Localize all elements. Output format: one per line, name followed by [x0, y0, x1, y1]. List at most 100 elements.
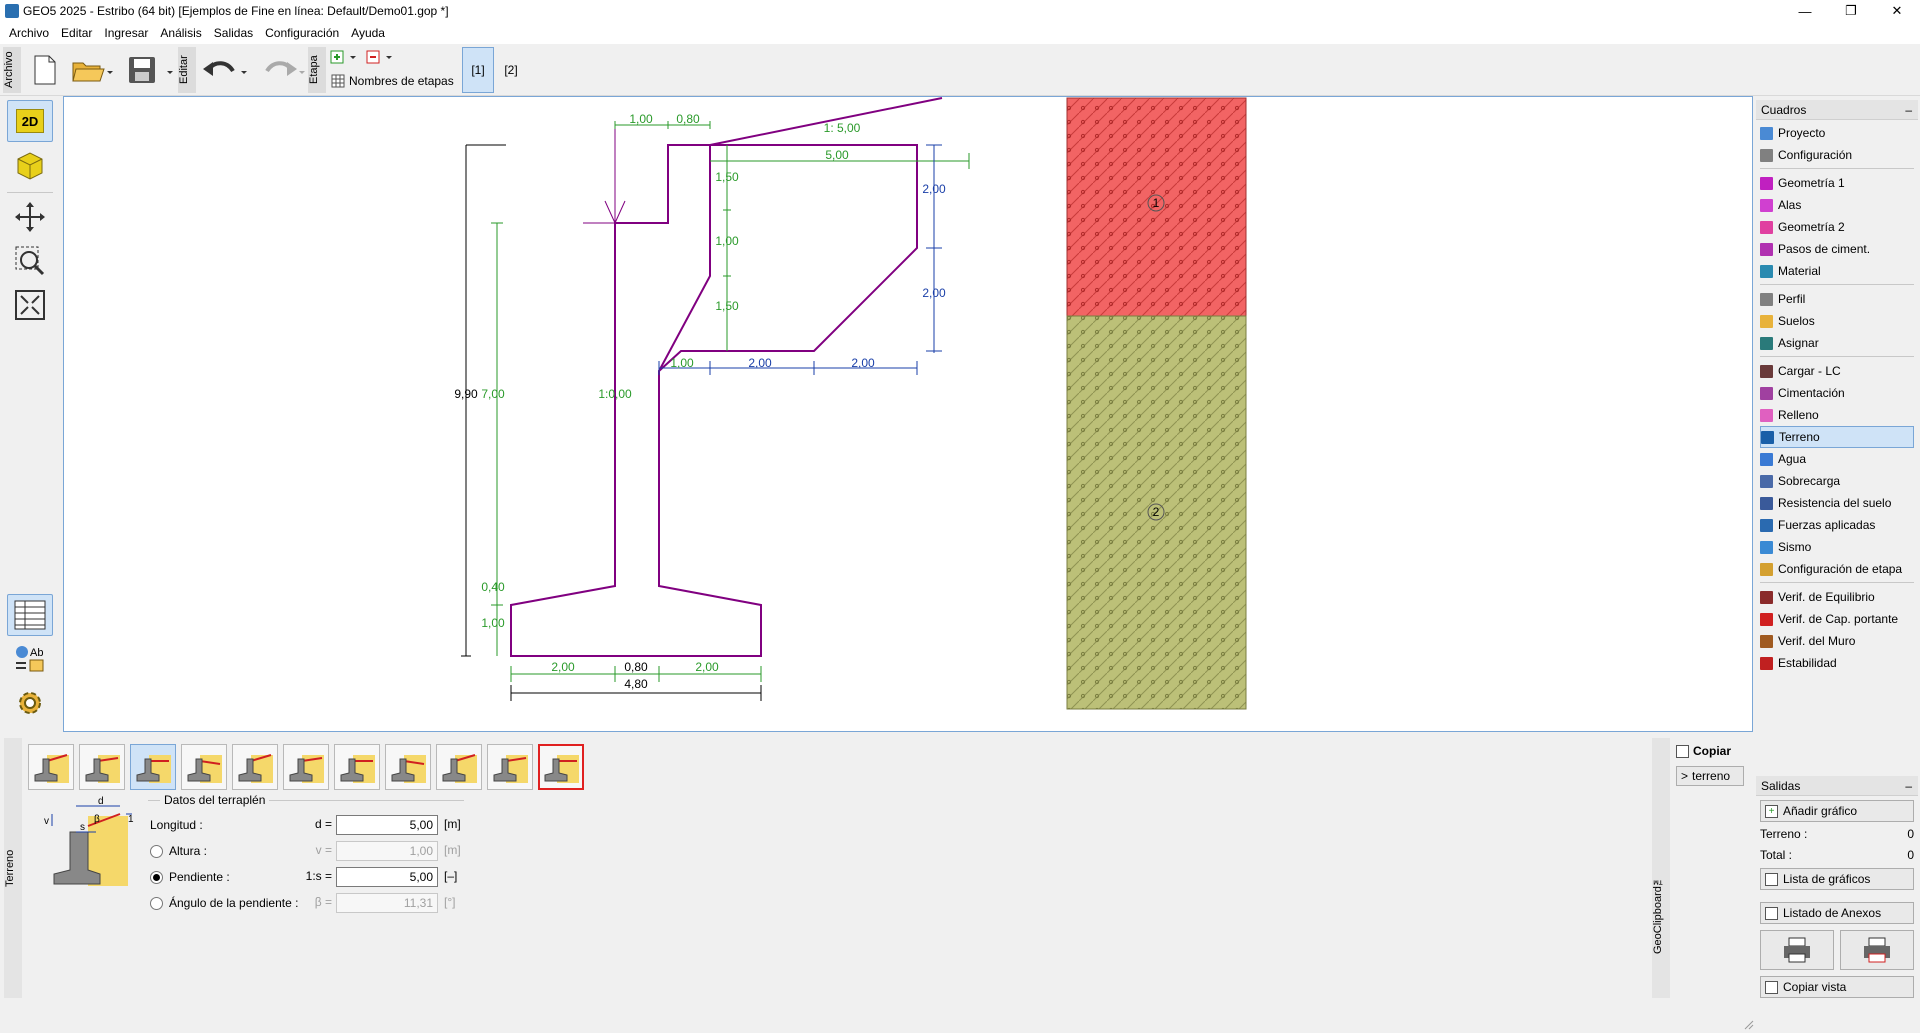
cuadros-item-geometry[interactable]: Geometría 1 [1760, 172, 1914, 194]
terrain-row-radio[interactable] [150, 844, 163, 858]
add-graphic-icon: + [1765, 804, 1778, 818]
stage-names-button[interactable]: Nombres de etapas [331, 72, 454, 90]
add-stage-icon[interactable] [330, 48, 360, 66]
cuadros-item-foundation[interactable]: Cimentación [1760, 382, 1914, 404]
redo-icon[interactable] [256, 50, 306, 90]
terrain-type-button-11[interactable] [538, 744, 584, 790]
salidas-collapse-button[interactable]: – [1905, 778, 1912, 793]
list-graphics-button[interactable]: Lista de gráficos [1760, 868, 1914, 890]
remove-stage-icon[interactable] [366, 48, 396, 66]
list-graphics-icon [1765, 872, 1778, 886]
menu-ayuda[interactable]: Ayuda [351, 26, 385, 40]
new-file-icon[interactable] [28, 50, 62, 90]
terrain-type-button-7[interactable] [334, 744, 380, 790]
dim-footing-h-3: 2,00 [695, 660, 719, 674]
cuadros-item-gear[interactable]: Configuración [1760, 144, 1914, 166]
terrain-type-button-4[interactable] [181, 744, 227, 790]
table-view-button[interactable] [7, 594, 53, 636]
print-preview-button[interactable] [1840, 930, 1914, 970]
cuadros-item-label: Suelos [1778, 314, 1815, 328]
cuadros-item-soils[interactable]: Suelos [1760, 310, 1914, 332]
terreno-clipboard-button[interactable]: > terreno [1676, 766, 1744, 786]
menu-editar[interactable]: Editar [61, 26, 93, 40]
cuadros-item-steps[interactable]: Pasos de ciment. [1760, 238, 1914, 260]
maximize-button[interactable]: ❐ [1845, 3, 1857, 18]
cuadros-item-equilibrium[interactable]: Verif. de Equilibrio [1760, 586, 1914, 608]
undo-icon[interactable] [200, 50, 250, 90]
terrain-row-symbol: d = [314, 817, 332, 831]
dim-right-v-1: 2,00 [922, 182, 946, 196]
minimize-button[interactable]: — [1798, 3, 1812, 19]
terrain-row-radio[interactable] [150, 870, 163, 884]
copy-view-button[interactable]: Copiar vista [1760, 976, 1914, 998]
cuadros-item-resistance[interactable]: Resistencia del suelo [1760, 492, 1914, 514]
cuadros-item-doc[interactable]: Proyecto [1760, 122, 1914, 144]
menu-archivo[interactable]: Archivo [9, 26, 50, 40]
cuadros-item-wall-check[interactable]: Verif. del Muro [1760, 630, 1914, 652]
stability-icon [1760, 656, 1773, 670]
view-3d-button[interactable] [7, 144, 53, 186]
terrain-row-2: Altura : [150, 840, 207, 862]
menu-ingresar[interactable]: Ingresar [104, 26, 149, 40]
move-arrows-icon [15, 202, 45, 232]
terrain-type-button-9[interactable] [436, 744, 482, 790]
cuadros-item-geometry2[interactable]: Geometría 2 [1760, 216, 1914, 238]
drawing-canvas[interactable]: 1 2 1,00 0,80 1: 5,00 5,00 1,50 1,00 1,5… [63, 96, 1753, 732]
material-icon [1760, 264, 1773, 278]
open-file-icon[interactable] [70, 50, 116, 90]
settings-button[interactable] [7, 682, 53, 724]
terrain-type-button-6[interactable] [283, 744, 329, 790]
resize-grip-icon[interactable] [1742, 1018, 1754, 1030]
cuadros-item-water[interactable]: Agua [1760, 448, 1914, 470]
terrain-type-button-2[interactable] [79, 744, 125, 790]
add-graphic-button[interactable]: + Añadir gráfico [1760, 800, 1914, 822]
terrain-row-radio[interactable] [150, 896, 163, 910]
terrain-type-button-8[interactable] [385, 744, 431, 790]
cuadros-item-backfill[interactable]: Relleno [1760, 404, 1914, 426]
terrain-slope-line[interactable] [709, 97, 943, 146]
soil-layer-2[interactable] [1066, 315, 1247, 710]
cuadros-item-surcharge[interactable]: Sobrecarga [1760, 470, 1914, 492]
list-annexes-button[interactable]: Listado de Anexos [1760, 902, 1914, 924]
cuadros-item-profile[interactable]: Perfil [1760, 288, 1914, 310]
terrain-type-button-3[interactable] [130, 744, 176, 790]
terrain-type-icon [544, 755, 579, 783]
dim-footing-h-1: 2,00 [551, 660, 575, 674]
save-file-icon[interactable] [126, 50, 176, 90]
terrain-row-input[interactable]: 5,00 [336, 815, 438, 835]
terrain-row-input[interactable]: 1,00 [336, 841, 438, 861]
terrain-type-button-5[interactable] [232, 744, 278, 790]
fit-view-button[interactable] [7, 284, 53, 326]
cuadros-item-earthquake[interactable]: Sismo [1760, 536, 1914, 558]
soil-layer-1[interactable] [1066, 97, 1247, 317]
cuadros-item-material[interactable]: Material [1760, 260, 1914, 282]
terrain-type-button-10[interactable] [487, 744, 533, 790]
close-button[interactable]: ✕ [1891, 3, 1903, 18]
menu-salidas[interactable]: Salidas [213, 26, 254, 40]
cuadros-item-forces[interactable]: Fuerzas aplicadas [1760, 514, 1914, 536]
cuadros-item-stability[interactable]: Estabilidad [1760, 652, 1914, 674]
cuadros-item-assign[interactable]: Asignar [1760, 332, 1914, 354]
menu-configuracion[interactable]: Configuración [265, 26, 340, 40]
abutment-outline[interactable] [510, 144, 918, 657]
view-2d-button[interactable]: 2D [7, 100, 53, 142]
wall-slope-label: 1:0,00 [598, 387, 632, 401]
terrain-row-input[interactable]: 5,00 [336, 867, 438, 887]
style-settings-button[interactable]: Ab [7, 638, 53, 680]
copy-button[interactable]: Copiar [1676, 744, 1731, 758]
pan-button[interactable] [7, 196, 53, 238]
menu-analisis[interactable]: Análisis [160, 26, 202, 40]
cuadros-item-stage-config[interactable]: Configuración de etapa [1760, 558, 1914, 580]
terrain-row-input[interactable]: 11,31 [336, 893, 438, 913]
cuadros-collapse-button[interactable]: – [1905, 102, 1912, 117]
print-button[interactable] [1760, 930, 1834, 970]
stage-2-button[interactable]: [2] [504, 63, 518, 77]
cuadros-item-wings[interactable]: Alas [1760, 194, 1914, 216]
stage-1-button[interactable]: [1] [462, 47, 494, 93]
terrain-type-button-1[interactable] [28, 744, 74, 790]
zoom-button[interactable] [7, 240, 53, 282]
cuadros-item-bearing[interactable]: Verif. de Cap. portante [1760, 608, 1914, 630]
abutment-drawing[interactable]: 1 2 1,00 0,80 1: 5,00 5,00 1,50 1,00 1,5… [64, 97, 1752, 731]
cuadros-item-load[interactable]: Cargar - LC [1760, 360, 1914, 382]
cuadros-item-terrain[interactable]: Terreno [1760, 426, 1914, 448]
